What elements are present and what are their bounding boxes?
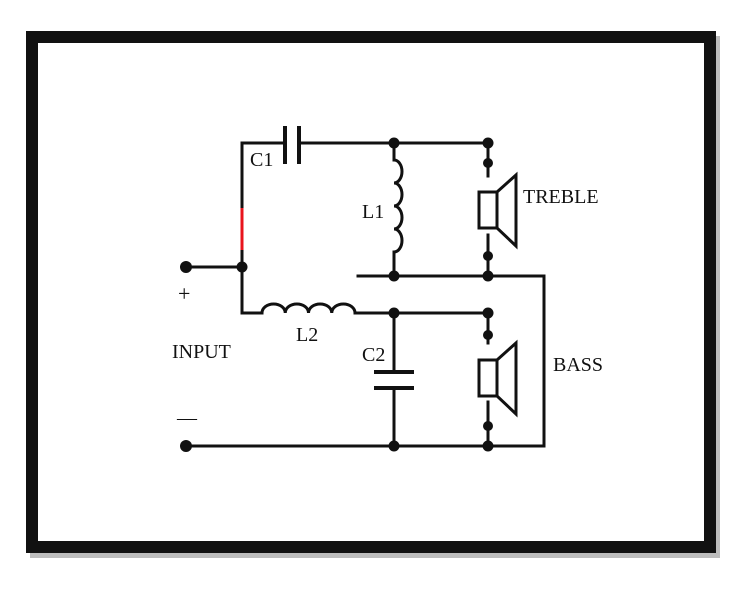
- frame-inner: [38, 43, 704, 541]
- junction-dot: [482, 137, 494, 149]
- junction-dot: [483, 158, 493, 168]
- bass-speaker-icon: [477, 339, 518, 418]
- junction-dots: [180, 137, 494, 452]
- label-minus: —: [176, 407, 198, 429]
- junction-dot: [236, 261, 248, 273]
- input-minus-terminal: [180, 440, 192, 452]
- label-plus: +: [178, 281, 190, 306]
- capacitor-c1: [283, 126, 301, 164]
- junction-dot: [482, 270, 494, 282]
- label-treble: TREBLE: [523, 186, 599, 208]
- label-l2: L2: [296, 324, 318, 346]
- junction-dot: [483, 251, 493, 261]
- inductor-l1: [393, 158, 404, 254]
- junction-dot: [482, 440, 494, 452]
- input-plus-terminal: [180, 261, 192, 273]
- junction-dot: [388, 270, 400, 282]
- junction-dot: [388, 440, 400, 452]
- junction-dot: [388, 307, 400, 319]
- label-l1: L1: [362, 201, 384, 223]
- junction-dot: [483, 330, 493, 340]
- capacitor-c2: [374, 370, 414, 390]
- label-input: INPUT: [172, 341, 231, 363]
- label-c1: C1: [250, 149, 273, 171]
- label-c2: C2: [362, 344, 385, 366]
- inductor-l2: [260, 302, 357, 314]
- junction-dot: [482, 307, 494, 319]
- label-bass: BASS: [553, 354, 603, 376]
- junction-dot: [388, 137, 400, 149]
- junction-dot: [483, 421, 493, 431]
- treble-speaker-icon: [477, 171, 518, 250]
